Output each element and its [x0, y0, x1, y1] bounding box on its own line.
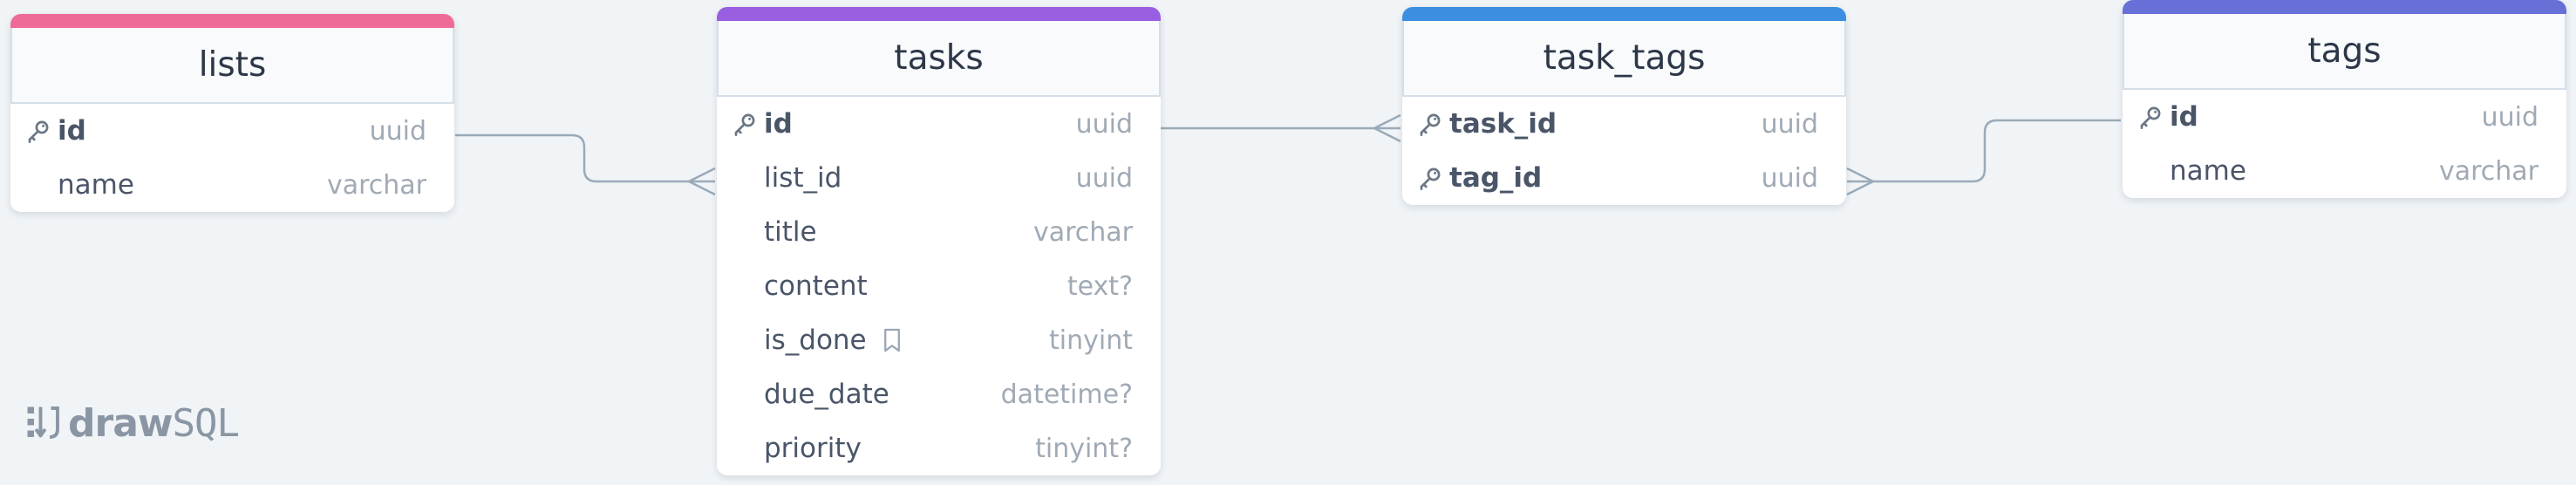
- table-tags[interactable]: tags id uuid name varchar: [2123, 0, 2566, 198]
- field-name: task_id: [1449, 108, 1557, 140]
- key-icon: [24, 117, 52, 145]
- field-row-due-date[interactable]: due_date datetime?: [717, 367, 1161, 421]
- field-type: uuid: [1075, 108, 1133, 140]
- field-type: uuid: [1761, 108, 1818, 140]
- field-type: uuid: [2481, 101, 2539, 133]
- table-lists[interactable]: lists id uuid name varchar: [10, 14, 454, 212]
- field-row-task-id[interactable]: task_id uuid: [1402, 97, 1846, 151]
- field-type: uuid: [369, 115, 426, 147]
- table-title: tasks: [894, 38, 984, 78]
- field-row-id[interactable]: id uuid: [10, 104, 454, 158]
- field-row-is-done[interactable]: is_done tinyint: [717, 313, 1161, 367]
- key-icon: [1416, 164, 1444, 192]
- field-row-id[interactable]: id uuid: [717, 97, 1161, 151]
- key-icon: [1416, 110, 1444, 138]
- table-accent-stripe: [2123, 0, 2566, 14]
- field-name: priority: [764, 433, 862, 464]
- crowfoot-tags-task-tags: [1846, 167, 1874, 196]
- table-accent-stripe: [1402, 7, 1846, 21]
- field-name: is_done: [764, 324, 867, 356]
- field-name: name: [58, 169, 134, 201]
- drawsql-logo-icon: [26, 402, 63, 446]
- field-name: due_date: [764, 379, 889, 410]
- bookmark-icon[interactable]: [877, 325, 907, 355]
- field-type: tinyint?: [1035, 433, 1133, 464]
- logo-text-sql: SQL: [172, 401, 240, 446]
- field-type: datetime?: [1000, 379, 1133, 410]
- table-header: tasks: [717, 21, 1161, 97]
- table-tasks[interactable]: tasks id uuid list_id uuid title varchar…: [717, 7, 1161, 475]
- field-row-name[interactable]: name varchar: [10, 158, 454, 212]
- field-name: id: [764, 108, 793, 140]
- field-type: varchar: [326, 169, 426, 201]
- field-name: name: [2170, 155, 2246, 187]
- crowfoot-lists-tasks: [688, 167, 716, 196]
- field-name: id: [58, 115, 86, 147]
- table-header: lists: [10, 28, 454, 104]
- field-type: uuid: [1761, 162, 1818, 194]
- table-title: task_tags: [1543, 38, 1706, 78]
- field-type: varchar: [2438, 155, 2539, 187]
- field-row-list-id[interactable]: list_id uuid: [717, 151, 1161, 205]
- key-icon: [2136, 103, 2164, 131]
- field-row-name[interactable]: name varchar: [2123, 144, 2566, 198]
- table-task-tags[interactable]: task_tags task_id uuid tag_id uuid: [1402, 7, 1846, 205]
- field-row-id[interactable]: id uuid: [2123, 90, 2566, 144]
- field-type: varchar: [1032, 216, 1133, 248]
- table-header: task_tags: [1402, 21, 1846, 97]
- table-accent-stripe: [10, 14, 454, 28]
- table-accent-stripe: [717, 7, 1161, 21]
- table-title: lists: [198, 45, 267, 85]
- field-row-title[interactable]: title varchar: [717, 205, 1161, 259]
- field-name: title: [764, 216, 817, 248]
- field-row-priority[interactable]: priority tinyint?: [717, 421, 1161, 475]
- table-title: tags: [2307, 31, 2382, 71]
- field-type: text?: [1067, 270, 1133, 302]
- field-row-tag-id[interactable]: tag_id uuid: [1402, 151, 1846, 205]
- field-name: list_id: [764, 162, 842, 194]
- crowfoot-tasks-task-tags: [1373, 113, 1401, 143]
- field-type: uuid: [1075, 162, 1133, 194]
- field-type: tinyint: [1049, 324, 1133, 356]
- field-name: content: [764, 270, 868, 302]
- drawsql-logo[interactable]: draw SQL: [26, 401, 240, 446]
- field-name: id: [2170, 101, 2198, 133]
- field-name: tag_id: [1449, 162, 1543, 194]
- key-icon: [731, 110, 759, 138]
- connector-lists-tasks: [455, 133, 715, 183]
- field-row-content[interactable]: content text?: [717, 259, 1161, 313]
- table-header: tags: [2123, 14, 2566, 90]
- logo-text-draw: draw: [68, 401, 174, 446]
- connector-tags-task-tags: [1847, 119, 2121, 183]
